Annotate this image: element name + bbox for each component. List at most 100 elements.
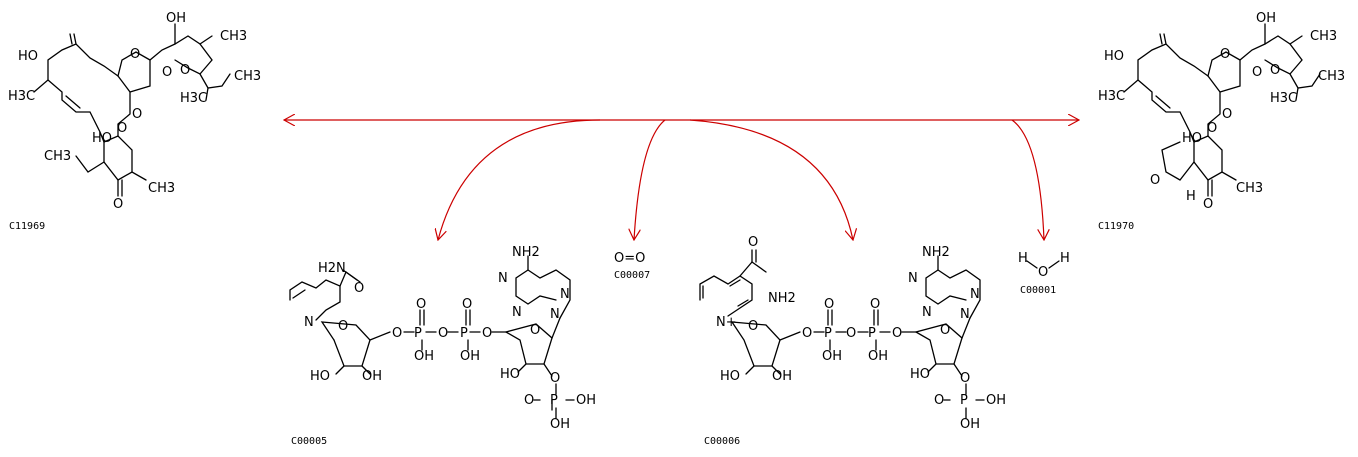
c11969-atom-ho-ring: HO	[92, 131, 112, 146]
compound-c00001: H O H C00001	[1018, 251, 1070, 296]
c00005-atom-p3: P	[550, 393, 558, 408]
c00006-atom-o-ring: O	[748, 319, 758, 334]
compound-c00007: O=O C00007	[614, 251, 650, 281]
c11970-atom-o-furan: O	[1150, 173, 1160, 188]
c00006-atom-o-p2: O	[870, 297, 880, 312]
c11970-atom-h: H	[1186, 189, 1196, 204]
compound-c00005: H2N O N O O P O O P O O OH OH NH2 N N N …	[289, 245, 596, 447]
c00005-atoms: H2N O N O O P O O P O O OH OH NH2 N N N …	[304, 245, 596, 432]
c11969-atom-h3c-1: H3C	[8, 89, 35, 104]
c00005-atom-oh-p1: OH	[414, 349, 434, 364]
c00006-atom-p3: P	[960, 393, 968, 408]
arrow-to-water	[1011, 119, 1044, 240]
c11970-atom-ho-left: HO	[1104, 49, 1124, 64]
c00005-atom-n7: N	[560, 287, 570, 302]
c11969-atom-ch3-2: CH3	[234, 69, 261, 84]
c00005-atom-o-ring: O	[338, 319, 348, 334]
c11969-atom-o4: O	[132, 107, 142, 122]
c00005-atom-o-amide: O	[354, 281, 364, 296]
c00006-atom-o-p1: O	[824, 297, 834, 312]
c00001-atom-o: O	[1038, 265, 1048, 280]
c00006-atom-n3: N	[922, 305, 932, 320]
c00007-formula: O=O	[614, 251, 645, 266]
c00006-atom-o-amide: O	[748, 235, 758, 250]
c11970-atom-ch3-2: CH3	[1318, 69, 1345, 84]
c00005-atom-oh-p3b: OH	[550, 417, 570, 432]
c11970-atom-o4: O	[1222, 107, 1232, 122]
c11970-atom-o5: O	[1207, 121, 1217, 136]
c00006-atom-n-plus: N+	[716, 315, 737, 330]
arrow-to-oxygen	[634, 119, 666, 240]
c00006-atom-n9: N	[960, 307, 970, 322]
c11970-atom-ho-top: OH	[1256, 11, 1276, 26]
c11969-atom-o2: O	[162, 65, 172, 80]
c00005-atom-n3: N	[512, 305, 522, 320]
c11969-label: C11969	[9, 221, 45, 232]
c00005-atom-oh-p2: OH	[460, 349, 480, 364]
c00007-label: C00007	[614, 270, 650, 281]
c00006-atom-oh-p3b: OH	[960, 417, 980, 432]
c00005-atom-o-bridge: O	[438, 326, 448, 341]
c11970-atom-h3c-1: H3C	[1098, 89, 1125, 104]
c11969-atom-ho-left: HO	[18, 49, 38, 64]
c11970-atoms: OH HO O O O O O HO H3C H3C CH3 CH3 CH3 O…	[1098, 11, 1345, 212]
c00005-atom-n1: N	[498, 271, 508, 286]
c00006-atom-nh2-amide: NH2	[768, 291, 796, 306]
c00006-atom-oh-r1: OH	[772, 369, 792, 384]
c00006-atom-o-ribose2: O	[940, 323, 950, 338]
c00005-atom-n: N	[304, 315, 314, 330]
c00006-label: C00006	[704, 436, 740, 447]
c00005-atom-oh-r1: OH	[362, 369, 382, 384]
c00006-atom-nh2: NH2	[922, 245, 950, 260]
c00006-atom-o-dbl: O	[934, 393, 944, 408]
c00006-bonds	[699, 249, 985, 419]
c00005-atom-o-2p: O	[550, 371, 560, 386]
c11969-atom-o1: O	[130, 47, 140, 62]
c00005-atom-n9: N	[550, 307, 560, 322]
c00005-atom-p1: P	[414, 326, 422, 341]
c11970-atom-h3c-2: H3C	[1270, 91, 1297, 106]
c00006-atoms: O NH2 N+ O O P O O P O O OH OH NH2 N N N…	[716, 235, 1006, 432]
c11970-bonds	[1123, 23, 1321, 197]
c00001-atom-h2: H	[1060, 251, 1070, 266]
c11969-atom-o5: O	[117, 121, 127, 136]
c00005-atom-o-link1: O	[392, 326, 402, 341]
c11970-atom-ho-ring: HO	[1182, 131, 1202, 146]
compound-c11970: OH HO O O O O O HO H3C H3C CH3 CH3 CH3 O…	[1098, 11, 1345, 232]
c00006-atom-o-2p: O	[960, 371, 970, 386]
c00005-atom-h2n: H2N	[318, 261, 346, 276]
c00006-atom-o-link1: O	[802, 326, 812, 341]
c11969-atom-h3c-3: CH3	[44, 149, 71, 164]
c00005-atom-ho-r2: HO	[500, 367, 520, 382]
c11970-atom-o3: O	[1270, 63, 1280, 78]
c00006-atom-n7: N	[970, 287, 980, 302]
c00005-atom-o-p1: O	[416, 297, 426, 312]
c11970-atom-ch3-3: CH3	[1236, 181, 1263, 196]
c00006-atom-p2: P	[868, 326, 876, 341]
c00005-atom-o-ribose2: O	[530, 323, 540, 338]
c11969-atom-h3c-2: H3C	[180, 91, 207, 106]
c00005-atom-p2: P	[460, 326, 468, 341]
reaction-arrows	[284, 120, 1079, 240]
c00001-atom-h1: H	[1018, 251, 1028, 266]
c00006-atom-o-link2: O	[892, 326, 902, 341]
c00006-atom-oh-p3a: OH	[986, 393, 1006, 408]
c00001-label: C00001	[1020, 285, 1056, 296]
c11969-atom-ch3-3: CH3	[148, 181, 175, 196]
c11969-bonds	[33, 23, 231, 197]
c11970-label: C11970	[1098, 221, 1134, 232]
c11969-atoms: OH HO O O O O O HO H3C H3C CH3 CH3 CH3 O…	[8, 11, 261, 212]
c11970-atom-o2: O	[1252, 65, 1262, 80]
c11969-atom-o-keto: O	[113, 197, 123, 212]
c11970-atom-o1: O	[1220, 47, 1230, 62]
c00005-bonds	[289, 255, 575, 419]
c11970-atom-o-keto: O	[1203, 197, 1213, 212]
c11969-atom-o3: O	[180, 63, 190, 78]
c11969-atom-ch3-1: CH3	[220, 29, 247, 44]
c00006-atom-oh-p1: OH	[822, 349, 842, 364]
c00005-atom-o-dbl: O	[524, 393, 534, 408]
c00006-atom-ho-r1: HO	[720, 369, 740, 384]
c00006-atom-ho-r2: HO	[910, 367, 930, 382]
arrow-to-nadph	[438, 119, 601, 240]
